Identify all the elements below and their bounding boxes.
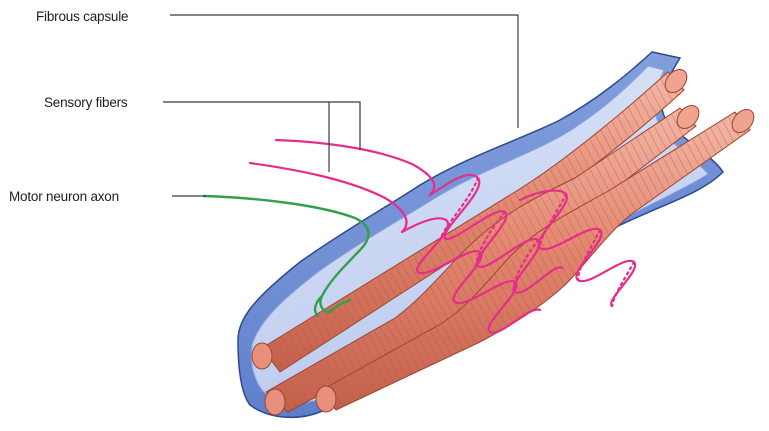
- intrafusal-fibers: [252, 65, 758, 415]
- label-motor-neuron-axon: Motor neuron axon: [9, 189, 206, 204]
- label-fibrous-capsule-text: Fibrous capsule: [36, 9, 128, 24]
- label-motor-neuron-axon-text: Motor neuron axon: [9, 189, 119, 204]
- label-fibrous-capsule: Fibrous capsule: [36, 9, 518, 128]
- leader-line-sensory-fibers: [163, 102, 360, 150]
- label-sensory-fibers: Sensory fibers: [44, 95, 360, 172]
- leader-line-fibrous-capsule: [170, 15, 518, 128]
- label-sensory-fibers-text: Sensory fibers: [44, 95, 128, 110]
